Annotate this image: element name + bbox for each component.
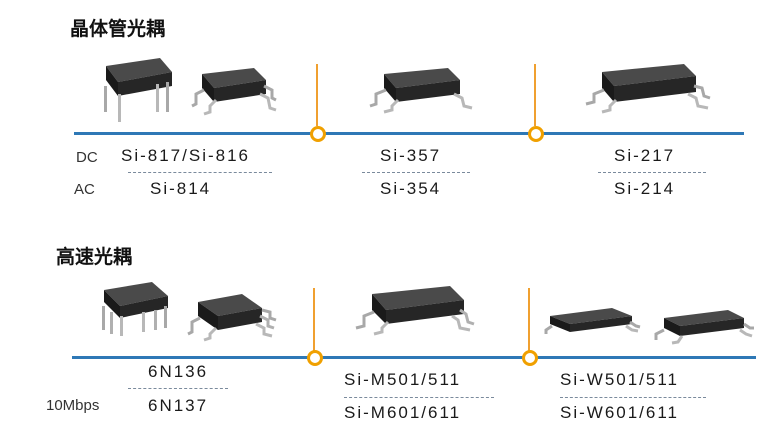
smd-chip-icon xyxy=(369,68,473,114)
part-number: Si-354 xyxy=(380,179,442,198)
part-number: Si-W501/511 xyxy=(560,370,680,389)
dip-chip-icon xyxy=(102,282,168,336)
divider-line xyxy=(128,172,272,173)
part-number: Si-817/Si-816 xyxy=(121,146,251,165)
timeline-divider xyxy=(528,288,530,352)
divider-line xyxy=(598,172,706,173)
part-number: Si-214 xyxy=(614,179,676,198)
part-number: 6N137 xyxy=(148,396,209,415)
part-number: Si-W601/611 xyxy=(560,403,680,422)
section-title-transistor: 晶体管光耦 xyxy=(70,18,166,40)
part-number: Si-357 xyxy=(380,146,442,165)
section-title-highspeed: 高速光耦 xyxy=(56,246,133,268)
part-number: Si-M601/611 xyxy=(344,403,462,422)
sop-chip-icon xyxy=(654,310,754,345)
part-number: Si-814 xyxy=(150,179,212,198)
part-number: Si-217 xyxy=(614,146,676,165)
row-label-10mbps: 10Mbps xyxy=(46,397,100,414)
divider-line xyxy=(362,172,470,173)
smd-chip-icon xyxy=(355,286,475,336)
part-number: Si-M501/511 xyxy=(344,370,462,389)
timeline-divider xyxy=(316,64,318,126)
timeline-node xyxy=(310,126,326,142)
divider-line xyxy=(560,397,706,398)
row-label-dc: DC xyxy=(76,149,98,166)
timeline-divider xyxy=(534,64,536,126)
dip-chip-icon xyxy=(104,58,172,122)
divider-line xyxy=(128,388,228,389)
timeline-node xyxy=(307,350,323,366)
timeline-node xyxy=(522,350,538,366)
timeline-divider xyxy=(313,288,315,352)
part-number: 6N136 xyxy=(148,362,209,381)
sop-chip-icon xyxy=(187,294,277,342)
smd-chip-icon xyxy=(191,68,277,116)
timeline-highspeed xyxy=(72,356,756,359)
divider-line xyxy=(344,397,494,398)
timeline-node xyxy=(528,126,544,142)
sop-chip-icon xyxy=(544,308,641,334)
smd-chip-icon xyxy=(585,64,711,114)
row-label-ac: AC xyxy=(74,181,95,198)
timeline-transistor xyxy=(74,132,744,135)
